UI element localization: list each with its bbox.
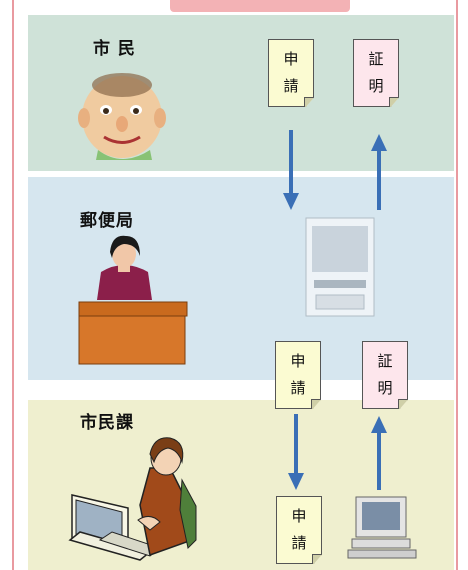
doc-char: 明 — [368, 77, 384, 95]
doc-char: 証 — [377, 352, 393, 370]
diagram-frame — [12, 0, 458, 570]
doc-char: 請 — [290, 379, 306, 397]
title-tab — [170, 0, 350, 12]
citizen-label: 市 民 — [93, 39, 136, 59]
office-worker-computer-icon — [68, 437, 197, 561]
city-office-label: 市民課 — [80, 413, 134, 433]
arrow-down-icon — [288, 414, 304, 490]
doc-char: 申 — [290, 352, 306, 370]
doc-char: 請 — [283, 77, 299, 95]
doc-char: 証 — [368, 50, 384, 68]
certificate-doc-post: 証 明 — [362, 341, 408, 409]
post-office-label: 郵便局 — [80, 211, 134, 231]
doc-char: 明 — [377, 379, 393, 397]
desktop-computer-icon — [347, 496, 417, 559]
request-doc-citizen: 申 請 — [268, 39, 314, 107]
certificate-doc-citizen: 証 明 — [353, 39, 399, 107]
doc-char: 申 — [283, 50, 299, 68]
arrow-down-icon — [283, 130, 299, 210]
fax-machine-icon — [305, 217, 375, 317]
post-office-clerk-icon — [78, 235, 188, 365]
doc-char: 請 — [291, 534, 307, 552]
request-doc-post: 申 請 — [275, 341, 321, 409]
arrow-up-icon — [371, 416, 387, 490]
request-doc-office: 申 請 — [276, 496, 322, 564]
doc-char: 申 — [291, 507, 307, 525]
citizen-face-icon — [78, 73, 166, 160]
arrow-up-icon — [371, 134, 387, 210]
